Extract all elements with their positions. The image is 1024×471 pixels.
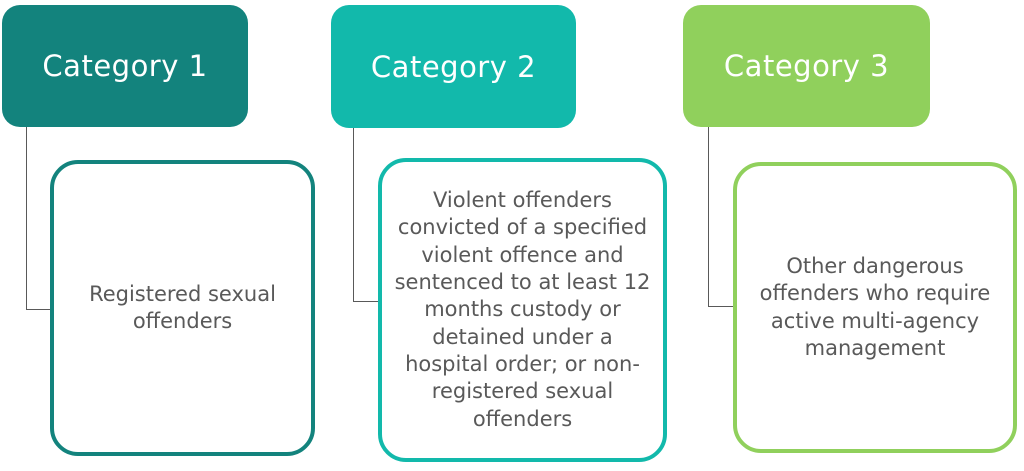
category-3-description: Other dangerous offenders who require ac…: [759, 253, 991, 360]
category-1-description-box: Registered sexual offenders: [50, 160, 315, 456]
category-2-label: Category 2: [370, 49, 537, 84]
category-1-connector-line: [26, 127, 51, 310]
category-3-description-box: Other dangerous offenders who require ac…: [733, 162, 1017, 453]
category-3-label: Category 3: [723, 49, 890, 83]
category-1-description: Registered sexual offenders: [89, 281, 276, 333]
category-2-header-box: Category 2: [331, 5, 576, 128]
category-3-connector-line: [708, 127, 734, 307]
category-2-connector-line: [353, 128, 379, 302]
category-2-description-box: Violent offenders convicted of a specifi…: [378, 158, 667, 462]
category-3-header-box: Category 3: [683, 5, 930, 127]
category-1-header-box: Category 1: [2, 5, 248, 127]
category-1-label: Category 1: [42, 49, 208, 83]
category-2-description: Violent offenders convicted of a specifi…: [394, 188, 651, 431]
